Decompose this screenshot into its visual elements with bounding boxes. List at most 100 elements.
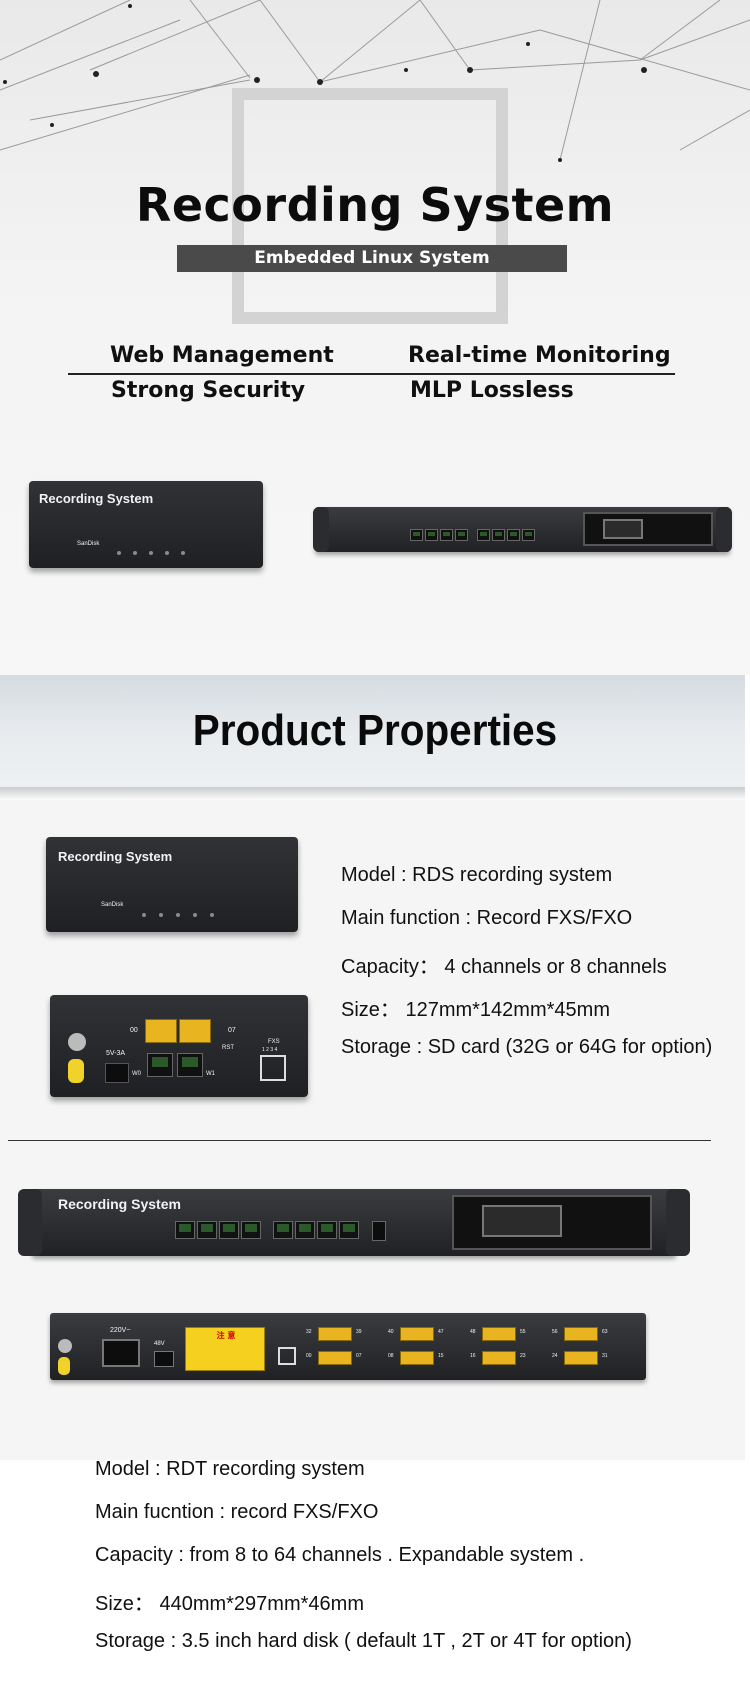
lan-port-w0	[147, 1053, 173, 1077]
ground-screw	[58, 1339, 72, 1353]
dc-inlet	[154, 1351, 174, 1367]
rdt-size: Size： 440mm*297mm*46mm	[95, 1593, 364, 1615]
fxs-label: FXS	[268, 1039, 280, 1045]
port-number: 32	[306, 1329, 312, 1335]
rdt-storage: Storage : 3.5 inch hard disk ( default 1…	[95, 1630, 632, 1652]
rack-ear-left	[313, 507, 329, 552]
rj-port	[175, 1221, 195, 1239]
hero-subtitle: Embedded Linux System	[177, 245, 567, 272]
rj-port	[477, 529, 490, 541]
port-number: 07	[356, 1353, 362, 1359]
warning-text: 注 意	[216, 1331, 236, 1340]
port-number: 23	[520, 1353, 526, 1359]
fxs-yellow-port	[179, 1019, 211, 1043]
properties-title: Product Properties	[192, 706, 558, 755]
com-port	[372, 1221, 386, 1241]
led-half	[193, 913, 197, 917]
power-label: 5V-3A	[106, 1050, 126, 1057]
device-label: Recording System	[58, 849, 173, 864]
rds-size: Size： 127mm*142mm*45mm	[341, 999, 610, 1021]
ac-inlet	[102, 1339, 140, 1367]
port-number: 55	[520, 1329, 526, 1335]
feature-web-management: Web Management	[110, 343, 334, 368]
properties-band	[0, 675, 745, 787]
band-shadow	[0, 787, 745, 801]
desktop-recorder-image: Recording System SanDisk	[29, 481, 263, 568]
lan-port-w1	[177, 1053, 203, 1077]
rj-port	[219, 1221, 239, 1239]
rj-port	[507, 529, 520, 541]
fxs-yellow-port	[400, 1327, 434, 1341]
voltage-label: 48V	[154, 1341, 165, 1347]
network-lines-decoration	[0, 0, 750, 162]
rj11-port	[260, 1055, 286, 1081]
rj-port	[522, 529, 535, 541]
rj-port	[410, 529, 423, 541]
port-number: 39	[356, 1329, 362, 1335]
hero-banner	[0, 0, 750, 675]
led-half	[165, 551, 169, 555]
sandisk-label: SanDisk	[101, 902, 124, 908]
ground-terminal	[58, 1357, 70, 1375]
drive-handle	[603, 519, 643, 539]
fxs-yellow-port	[318, 1351, 352, 1365]
rj-port	[317, 1221, 337, 1239]
power-label: 220V~	[110, 1327, 131, 1334]
ground-screw	[68, 1033, 86, 1051]
rj-port	[455, 529, 468, 541]
section-divider	[8, 1140, 711, 1141]
rdt-capacity: Capacity : from 8 to 64 channels . Expan…	[95, 1544, 585, 1566]
port-number: 08	[388, 1353, 394, 1359]
rdt-model: Model : RDT recording system	[95, 1458, 365, 1480]
ground-terminal	[68, 1059, 84, 1083]
rst-label: RST	[222, 1045, 234, 1051]
fxs-numbers: 1 2 3 4	[262, 1047, 278, 1053]
fxs-yellow-port	[318, 1327, 352, 1341]
w1-label: W1	[206, 1071, 215, 1077]
rj11-port	[278, 1347, 296, 1365]
feature-realtime-monitoring: Real-time Monitoring	[408, 343, 671, 368]
rdt-function: Main fucntion : record FXS/FXO	[95, 1501, 379, 1523]
rj-port	[492, 529, 505, 541]
fxs-yellow-port	[400, 1351, 434, 1365]
feature-mlp-lossless: MLP Lossless	[410, 378, 574, 403]
drive-handle	[482, 1205, 562, 1237]
rack-recorder-image	[313, 507, 732, 552]
port-number: 31	[602, 1353, 608, 1359]
device-label: Recording System	[58, 1196, 181, 1212]
rj-port	[440, 529, 453, 541]
w0-label: W0	[132, 1071, 141, 1077]
port-number: 24	[552, 1353, 558, 1359]
drive-bay	[583, 512, 713, 546]
fxs-yellow-port	[145, 1019, 177, 1043]
led-full	[181, 551, 185, 555]
led-link	[176, 913, 180, 917]
led-run	[159, 913, 163, 917]
feature-strong-security: Strong Security	[111, 378, 306, 403]
rj-port	[339, 1221, 359, 1239]
rds-back-image: 5V-3A 00 07 W0 W1 RST FXS 1 2 3 4	[50, 995, 308, 1097]
warning-label: 注 意	[185, 1327, 265, 1371]
port-number: 16	[470, 1353, 476, 1359]
port-number: 00	[306, 1353, 312, 1359]
fxs-yellow-port	[482, 1351, 516, 1365]
rack-ear-right	[716, 507, 732, 552]
rj-port	[295, 1221, 315, 1239]
rds-storage: Storage : SD card (32G or 64G for option…	[341, 1036, 713, 1058]
rds-model: Model : RDS recording system	[341, 864, 613, 886]
led-pwr	[142, 913, 146, 917]
device-label: Recording System	[39, 491, 154, 506]
port-label-left: 00	[130, 1027, 138, 1034]
rds-capacity: Capacity： 4 channels or 8 channels	[341, 956, 667, 978]
drive-bay	[452, 1195, 652, 1250]
rds-function: Main function : Record FXS/FXO	[341, 907, 633, 929]
port-number: 63	[602, 1329, 608, 1335]
hero-title: Recording System	[135, 178, 615, 232]
rds-front-image: Recording System SanDisk	[46, 837, 298, 932]
port-number: 15	[438, 1353, 444, 1359]
led-link	[149, 551, 153, 555]
fxs-yellow-port	[564, 1351, 598, 1365]
fxs-yellow-port	[564, 1327, 598, 1341]
power-jack	[105, 1063, 129, 1083]
led-run	[133, 551, 137, 555]
